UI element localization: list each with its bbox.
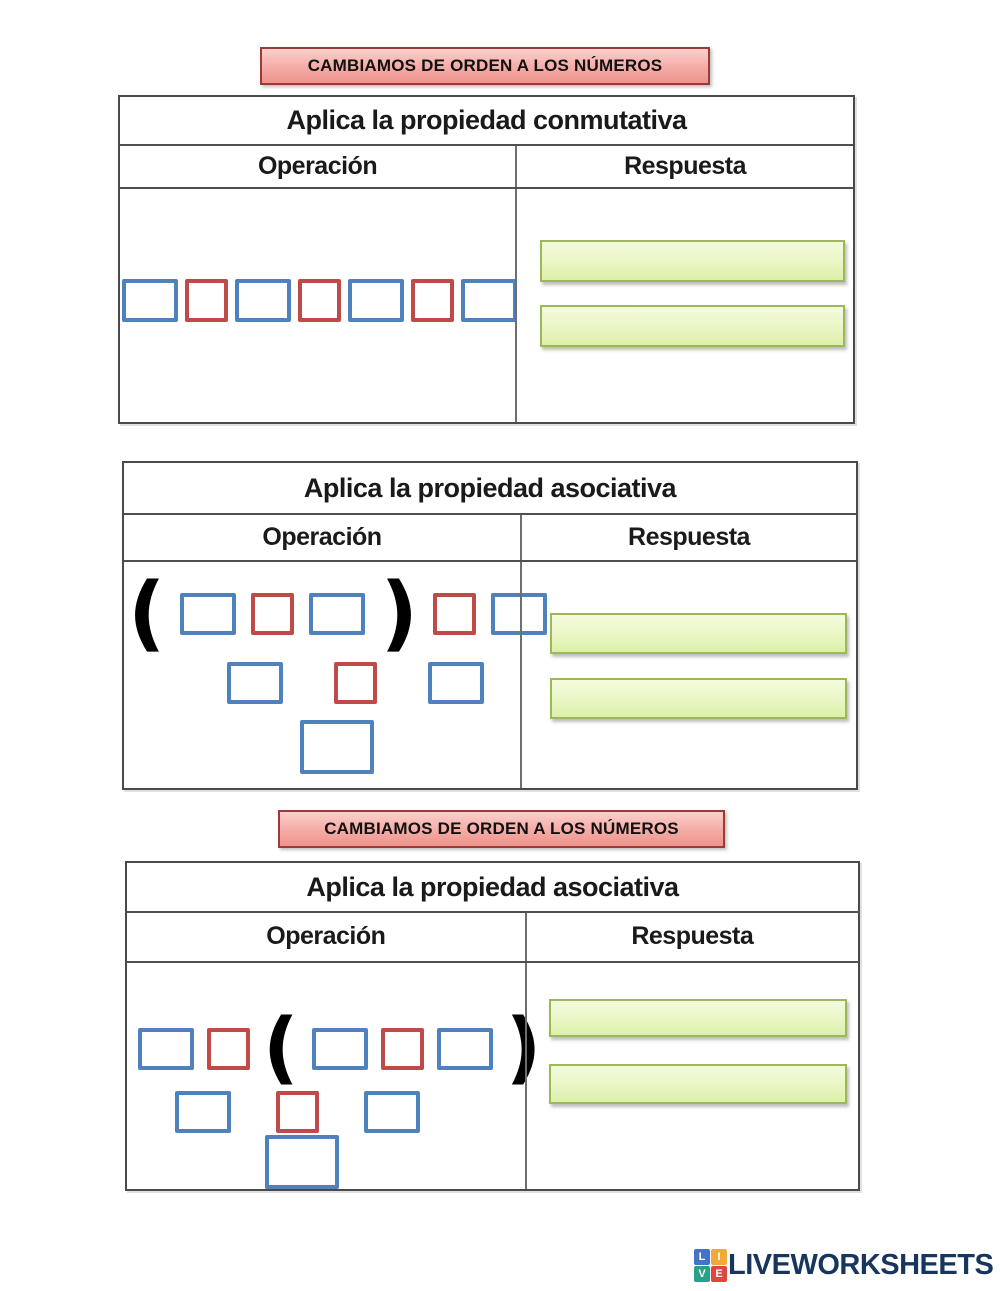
blue-box [364,1091,420,1133]
column-header-operacion: Operación [257,152,378,180]
table-header-row: Operación Respuesta [127,913,858,963]
table-body [120,189,853,422]
blue-box [461,279,517,322]
logo-tile-i: I [711,1249,727,1265]
blue-box [235,279,291,322]
close-paren: ) [380,566,418,662]
banner-cambiamos-orden-bottom: CAMBIAMOS DE ORDEN A LOS NÚMEROS [278,810,725,848]
table-title: Aplica la propiedad asociativa [127,863,858,913]
blue-box [309,593,366,635]
open-paren: ( [263,1003,299,1094]
red-box [334,662,377,704]
blue-box [490,593,547,635]
answer-input[interactable] [548,1064,847,1104]
operation-row: () [128,572,547,656]
column-header-operacion: Operación [266,922,386,950]
blue-box [436,1028,493,1070]
red-box [251,593,295,635]
operation-row [122,279,517,322]
operation-cell: () [124,562,547,788]
table-asociativa-1: Aplica la propiedad asociativa Operación… [122,461,858,790]
table-body: () [127,963,858,1189]
blue-box [138,1028,194,1070]
table-conmutativa: Aplica la propiedad conmutativa Operació… [118,95,855,424]
close-paren: ) [505,1003,542,1094]
operation-row [227,662,484,704]
open-paren: ( [128,566,166,662]
answer-input[interactable] [550,678,847,719]
blue-box [122,279,178,322]
answer-cell [520,562,856,788]
answer-input[interactable] [550,613,847,654]
blue-box [265,1135,339,1189]
operation-cell: () [127,963,541,1189]
table-body: () [124,562,856,788]
answer-cell [524,963,858,1189]
red-box [298,279,341,322]
red-box [185,279,228,322]
column-header-respuesta: Respuesta [515,146,853,187]
operation-row [175,1091,420,1133]
red-box [207,1028,250,1070]
table-title: Aplica la propiedad asociativa [124,463,856,515]
blue-box [348,279,404,322]
logo-tile-v: V [694,1266,710,1282]
answer-input[interactable] [548,999,847,1037]
red-box [432,593,476,635]
table-asociativa-2: Aplica la propiedad asociativa Operación… [125,861,860,1191]
table-header-row: Operación Respuesta [124,515,856,562]
blue-box [428,662,484,704]
table-title: Aplica la propiedad conmutativa [120,97,853,146]
logo-tile-e: E [711,1266,727,1282]
blue-box [175,1091,231,1133]
operation-row [300,720,374,774]
answer-input[interactable] [540,240,846,282]
blue-box [300,720,374,774]
column-header-operacion: Operación [262,523,382,551]
answer-cell [515,189,853,422]
logo-tile-l: L [694,1249,710,1265]
blue-box [311,1028,368,1070]
red-box [380,1028,424,1070]
blue-box [180,593,237,635]
red-box [411,279,454,322]
red-box [276,1091,319,1133]
column-header-respuesta: Respuesta [520,515,856,560]
blue-box [227,662,283,704]
banner-cambiamos-orden-top: CAMBIAMOS DE ORDEN A LOS NÚMEROS [260,47,710,85]
answer-input[interactable] [540,305,846,347]
operation-row: () [138,1009,541,1089]
operation-cell [120,189,517,422]
operation-row [265,1135,339,1189]
column-header-respuesta: Respuesta [524,913,858,961]
table-header-row: Operación Respuesta [120,146,853,189]
liveworksheets-logo-text: LIVEWORKSHEETS [728,1249,994,1281]
